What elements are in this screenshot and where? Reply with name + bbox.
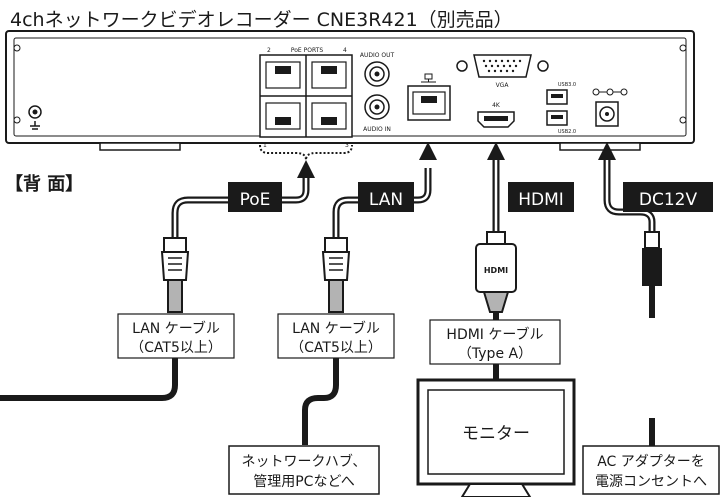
lan-arrow-icon [419,142,437,160]
poe-tag: PoE [228,182,282,212]
poe-ports-block: PoE PORTS 2 4 1 3 [259,47,353,149]
audio-out-label: AUDIO OUT [360,52,395,59]
hdmi-cable-label: HDMI ケーブル （Type A） [429,319,561,365]
hdmi-tag-label: HDMI [518,190,564,210]
poe-cable [0,160,315,401]
poe-cable-label-line1: LAN ケーブル [132,320,220,337]
lan-cable-label-line2: （CAT5以上） [290,340,382,356]
port-number-1: 1 [263,142,267,149]
screw-icon [679,116,687,124]
poe-tag-label: PoE [240,190,271,210]
poe-cable-label: LAN ケーブル （CAT5以上） [117,313,235,359]
dc-plug [644,231,660,249]
hdmi-port: 4K [477,102,515,128]
poe-port-3 [311,102,347,130]
poe-port-4 [311,61,347,89]
port-number-3: 3 [345,142,349,149]
dc-arrow-icon [598,142,616,160]
poe-arrow-icon [297,160,315,178]
panel-foot-right [559,142,641,151]
lan-cable-label-line1: LAN ケーブル [292,320,380,337]
screw-icon [13,116,21,124]
hdmi-4k-label: 4K [492,102,501,109]
lan-rj45-plug [324,237,348,253]
diagram-title: 4chネットワークビデオレコーダー CNE3R421（別売品） [10,9,513,31]
lan-cable-label: LAN ケーブル （CAT5以上） [277,313,395,359]
rear-side-label: 【背 面】 [5,173,83,195]
hdmi-cable: HDMI [475,142,517,380]
screw-icon [679,44,687,52]
port-number-4: 4 [343,47,347,54]
panel-foot-left [99,142,181,151]
dc-jack [592,88,628,127]
ac-adapter-box: AC アダプターを 電源コンセントへ [582,445,720,495]
screw-icon [13,44,21,52]
recorder-rear-panel: PoE PORTS 2 4 1 3 [5,30,695,151]
lan-tag: LAN [358,182,414,212]
hdmi-cable-label-line1: HDMI ケーブル [446,326,543,343]
poe-port-1 [265,102,301,130]
lan-tag-label: LAN [369,190,403,210]
poe-port-2 [265,61,301,89]
usb-bottom-label: USB2.0 [558,129,576,135]
poe-ports-label: PoE PORTS [291,47,324,54]
monitor-icon: モニター [416,378,576,497]
vga-port: VGA [456,54,549,89]
audio-in-label: AUDIO IN [363,126,391,133]
hdmi-plug-logo: HDMI [484,266,508,275]
lan-port [407,73,451,121]
ac-box-line1: AC アダプターを [597,454,705,470]
poe-rj45-plug [163,237,187,253]
usb-top-label: USB3.0 [558,82,576,88]
audio-in-jack: AUDIO IN [363,94,391,133]
usb-ports: USB3.0 USB2.0 [546,82,576,135]
hub-box-line1: ネットワークハブ、 [242,453,367,470]
ground-terminal-icon [28,105,42,130]
monitor-label: モニター [462,424,530,444]
hub-box-line2: 管理用PCなどへ [253,474,355,490]
ac-box-line2: 電源コンセントへ [595,474,707,490]
dc12v-tag: DC12V [623,182,713,212]
hdmi-tag: HDMI [508,182,574,212]
dc-polarity-icon [592,88,628,96]
poe-cable-label-line2: （CAT5以上） [130,340,222,356]
hdmi-cable-label-line2: （Type A） [458,346,532,362]
dc12v-tag-label: DC12V [639,190,698,210]
port-number-2: 2 [267,47,271,54]
network-icon [421,73,436,83]
vga-label: VGA [496,82,510,89]
network-hub-box: ネットワークハブ、 管理用PCなどへ [228,445,380,495]
hdmi-arrow-icon [487,142,505,160]
poe-ports-bracket [259,144,353,161]
audio-out-jack: AUDIO OUT [360,52,395,87]
